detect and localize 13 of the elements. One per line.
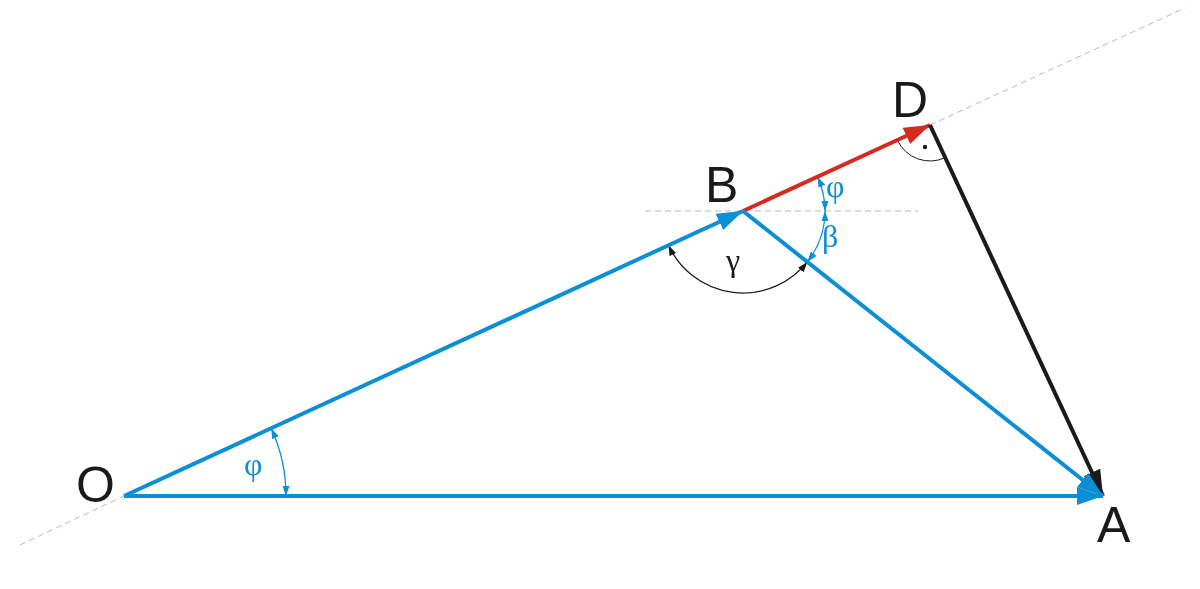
vector-arrow — [123, 209, 744, 498]
angle-label: φ — [244, 448, 263, 480]
point-label: A — [1097, 500, 1131, 550]
angle-label: φ — [826, 170, 845, 202]
vector-arrow — [124, 487, 1103, 505]
vector-arrow — [742, 123, 931, 213]
vector-arrow — [928, 124, 1105, 497]
angle-label: β — [822, 220, 839, 252]
angle-label: γ — [726, 244, 741, 276]
vector-arrow — [741, 209, 1105, 498]
point-label: B — [705, 160, 739, 210]
point-label: O — [76, 460, 115, 510]
point-label: D — [892, 75, 929, 125]
